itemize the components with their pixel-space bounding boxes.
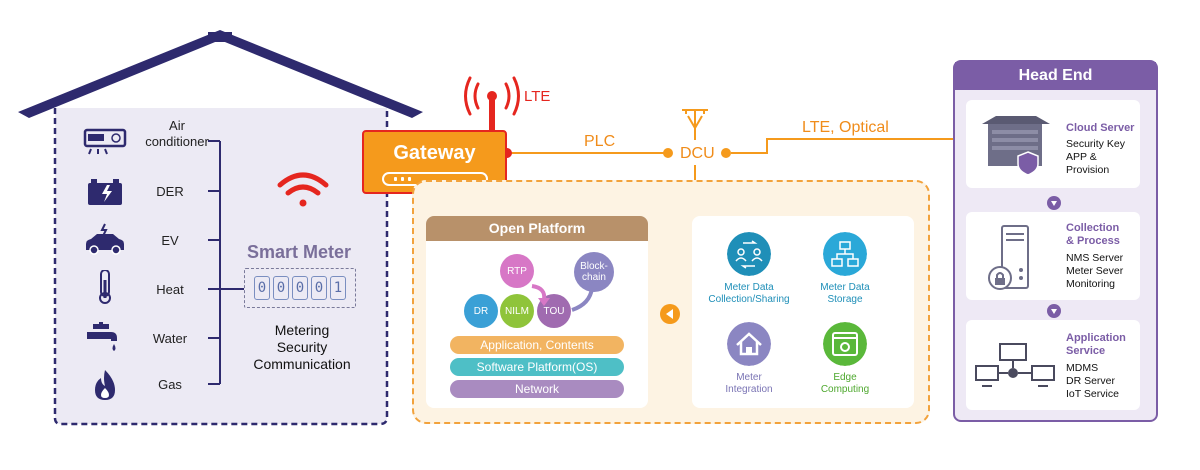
- service-label-storage: Meter Data Storage: [820, 282, 870, 305]
- appliance-label-ev: EV: [161, 233, 179, 248]
- meter-digit: 0: [311, 276, 327, 300]
- appliance-label-heat: Heat: [156, 282, 184, 297]
- application-service-title: Application Service: [1066, 332, 1126, 357]
- appliance-label-der: DER: [156, 184, 184, 199]
- appliance-label-gas: Gas: [158, 377, 182, 392]
- open-platform-card: Open Platform RTP Block- chain DR NILM T…: [426, 216, 648, 408]
- flame-icon: [95, 370, 115, 400]
- service-label-collection: Meter Data Collection/Sharing: [708, 282, 790, 305]
- chevron-down-icon: [1047, 196, 1061, 210]
- services-card: Meter Data Collection/Sharing Meter Data…: [692, 216, 914, 408]
- bubble-nilm: NILM: [500, 294, 534, 328]
- smart-meter-caption: Metering Security Communication: [253, 322, 351, 372]
- meter-digit: 0: [273, 276, 289, 300]
- open-platform-title: Open Platform: [426, 216, 648, 241]
- arrow-left-icon: [660, 304, 680, 324]
- service-label-edge: Edge Computing: [820, 372, 870, 395]
- wifi-icon: [277, 172, 329, 207]
- smart-meter-title: Smart Meter: [247, 242, 352, 262]
- layer-network: Network: [450, 380, 624, 398]
- lte-label: LTE: [524, 88, 551, 105]
- server-lock-icon: [988, 225, 1029, 290]
- application-service-text: MDMS DR Server IoT Service: [1066, 362, 1119, 400]
- bubble-arrows: [531, 282, 598, 312]
- cloud-server-text: Security Key APP & Provision: [1066, 138, 1125, 176]
- head-end-title: Head End: [955, 62, 1156, 90]
- faucet-icon: [87, 322, 117, 351]
- head-end-card-cloud: Cloud Server Security Key APP & Provisio…: [966, 100, 1140, 188]
- lte-optical-label: LTE, Optical: [802, 119, 889, 136]
- utility-pole-icon: [682, 109, 708, 140]
- smart-meter-display: 0 0 0 0 1: [244, 268, 356, 308]
- layer-software-platform: Software Platform(OS): [450, 358, 624, 376]
- bubble-dr: DR: [464, 294, 498, 328]
- meter-digit: 0: [292, 276, 308, 300]
- plc-label: PLC: [584, 133, 616, 150]
- gateway-title: Gateway: [393, 142, 476, 164]
- network-computers-icon: [975, 343, 1055, 387]
- thermometer-icon: [99, 270, 111, 304]
- head-end-card-application: Application Service MDMS DR Server IoT S…: [966, 320, 1140, 410]
- lte-antenna-icon: [464, 76, 520, 116]
- head-end-card-collection: Collection & Process NMS Server Meter Se…: [966, 212, 1140, 300]
- home-icon: [727, 322, 771, 366]
- meter-digit: 1: [330, 276, 346, 300]
- data-storage-icon: [823, 232, 867, 276]
- collection-text: NMS Server Meter Sever Monitoring: [1066, 252, 1124, 290]
- collection-title: Collection & Process: [1066, 222, 1120, 247]
- appliance-label-air-conditioner: Air conditioner: [145, 118, 209, 149]
- layer-application: Application, Contents: [450, 336, 624, 354]
- electric-car-icon: [86, 223, 124, 255]
- cloud-server-title: Cloud Server: [1066, 122, 1135, 134]
- appliance-label-water: Water: [152, 331, 188, 346]
- cloud-server-icon: [982, 116, 1050, 176]
- bubble-rtp: RTP: [500, 254, 534, 288]
- dcu-label: DCU: [680, 145, 715, 162]
- edge-computing-icon: [823, 322, 867, 366]
- data-sharing-icon: [727, 232, 771, 276]
- battery-icon: [88, 179, 122, 205]
- chevron-down-icon: [1047, 304, 1061, 318]
- air-conditioner-icon: [83, 128, 127, 155]
- service-label-integration: Meter Integration: [725, 372, 773, 395]
- meter-digit: 0: [254, 276, 270, 300]
